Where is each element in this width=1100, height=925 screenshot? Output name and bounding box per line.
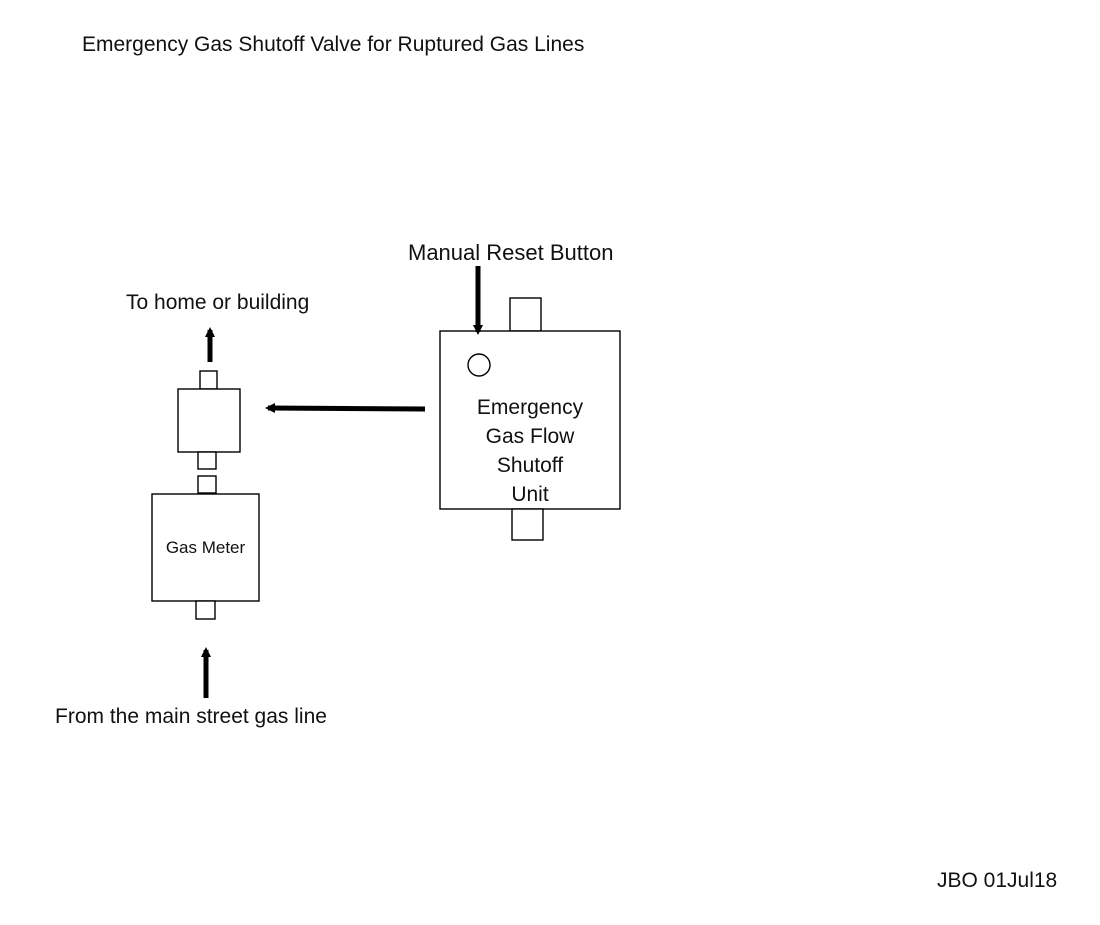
gas-meter-text: Gas Meter (165, 537, 246, 557)
installed-shutoff-valve (177, 388, 241, 453)
from-street-label: From the main street gas line (55, 705, 327, 728)
meter-upper-stub (197, 475, 217, 494)
page-title: Emergency Gas Shutoff Valve for Ruptured… (82, 33, 585, 56)
meter-inlet-stub (195, 600, 216, 620)
shutoff-unit-line-1: Emergency (476, 396, 584, 419)
shutoff-unit-line-3: Shutoff (496, 454, 564, 477)
to-home-label: To home or building (126, 291, 310, 314)
shutoff-unit-label: Emergency Gas Flow Shutoff Unit (440, 393, 620, 509)
outlet-pipe-stub (199, 370, 218, 390)
shutoff-unit-line-2: Gas Flow (485, 425, 575, 448)
manual-reset-button (467, 353, 491, 377)
gas-meter-label: Gas Meter (152, 494, 259, 601)
shutoff-unit-line-4: Unit (511, 483, 549, 506)
unit-bottom-stub (511, 508, 544, 541)
install-location-arrow (265, 403, 426, 414)
author-date-signature: JBO 01Jul18 (937, 869, 1058, 892)
manual-reset-label: Manual Reset Button (408, 240, 614, 265)
valve-lower-stub (197, 451, 217, 470)
unit-top-stub (509, 297, 542, 332)
